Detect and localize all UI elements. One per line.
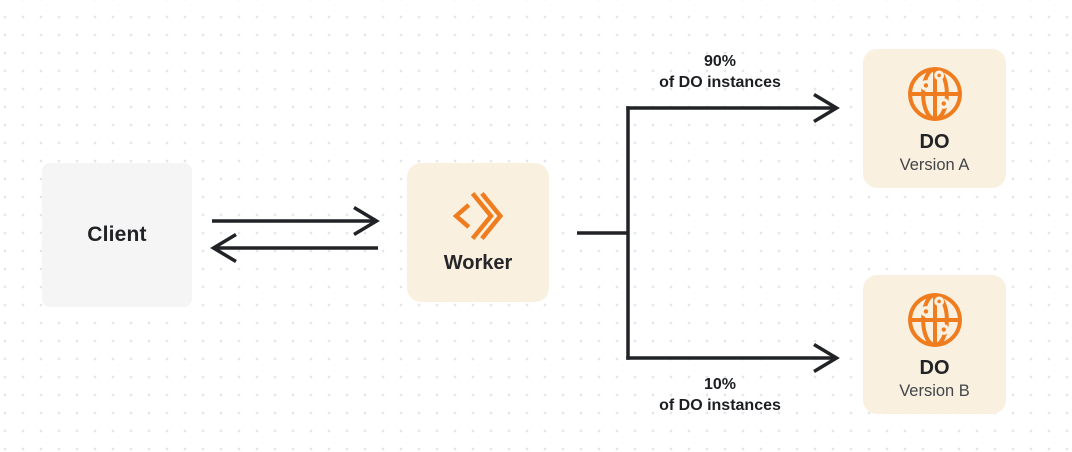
client-node: Client <box>42 163 192 307</box>
arrowhead-right-icon <box>353 205 380 237</box>
arrowhead-top-icon <box>813 92 840 124</box>
top-branch-percent: 90% <box>703 53 737 70</box>
bottom-branch-percent: 10% <box>703 376 737 393</box>
cloudflare-workers-icon <box>448 190 508 242</box>
do-version-b-subtitle: Version B <box>899 381 970 400</box>
globe-icon <box>904 63 966 125</box>
do-version-b-node: DO Version B <box>863 275 1006 414</box>
top-branch-caption: of DO instances <box>659 74 781 91</box>
worker-node: Worker <box>407 163 549 302</box>
worker-label: Worker <box>443 252 513 274</box>
do-version-a-subtitle: Version A <box>899 155 970 174</box>
top-branch-label: 90% of DO instances <box>600 51 840 93</box>
bottom-branch-caption: of DO instances <box>659 397 781 414</box>
bottom-branch-label: 10% of DO instances <box>600 374 840 416</box>
do-version-a-node: DO Version A <box>863 49 1006 188</box>
arrowhead-left-icon <box>210 232 237 264</box>
do-version-b-title: DO <box>919 356 950 379</box>
do-version-a-title: DO <box>919 130 950 153</box>
client-label: Client <box>87 223 147 246</box>
globe-icon <box>904 289 966 351</box>
arrowhead-bottom-icon <box>813 342 840 374</box>
